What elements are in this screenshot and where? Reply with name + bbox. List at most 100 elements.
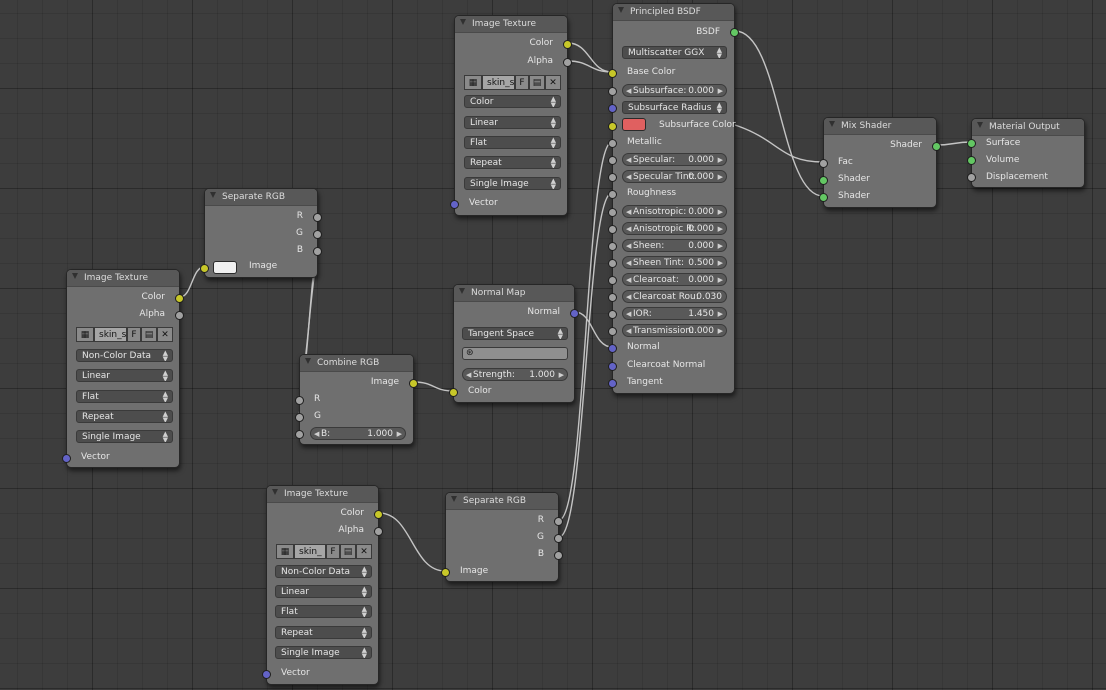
input-sheen-tint-socket[interactable] <box>608 259 617 268</box>
input-normal-socket[interactable] <box>608 344 617 353</box>
increment-arrow-icon[interactable]: ▶ <box>717 259 723 267</box>
color-space-dropdown[interactable]: Non-Color Data▲▼ <box>275 565 372 578</box>
input-sheen-socket[interactable] <box>608 242 617 251</box>
input-clearcoat-roughness-socket[interactable] <box>608 293 617 302</box>
input-ior-socket[interactable] <box>608 310 617 319</box>
sheen-tint-field[interactable]: ◀Sheen Tint:0.500▶ <box>622 256 727 269</box>
input-image-socket[interactable] <box>200 264 209 273</box>
distribution-dropdown[interactable]: Multiscatter GGX▲▼ <box>622 46 727 59</box>
strength-field[interactable]: ◀ Strength: 1.000 ▶ <box>462 368 568 381</box>
extension-dropdown[interactable]: Repeat▲▼ <box>464 156 561 169</box>
image-name-field[interactable]: skin_ <box>294 544 326 559</box>
input-vector-socket[interactable] <box>62 454 71 463</box>
separate-rgb-node-bottom[interactable]: Separate RGB R G B Image <box>441 492 563 582</box>
node-header[interactable]: Separate RGB <box>205 189 317 206</box>
output-g-socket[interactable] <box>313 230 322 239</box>
node-header[interactable]: Material Output <box>972 119 1084 136</box>
subsurface-radius-dropdown[interactable]: Subsurface Radius▲▼ <box>622 101 727 114</box>
sheen-field[interactable]: ◀Sheen:0.000▶ <box>622 239 727 252</box>
node-header[interactable]: Separate RGB <box>446 493 558 510</box>
input-color-socket[interactable] <box>449 388 458 397</box>
triangle-down-icon[interactable] <box>460 19 466 25</box>
output-normal-socket[interactable] <box>570 309 579 318</box>
output-b-socket[interactable] <box>554 551 563 560</box>
fake-user-button[interactable]: F <box>515 75 529 90</box>
input-base-color-socket[interactable] <box>608 69 617 78</box>
output-alpha-socket[interactable] <box>374 527 383 536</box>
image-browse-icon[interactable]: ▦ <box>76 327 94 342</box>
output-color-socket[interactable] <box>374 510 383 519</box>
input-transmission-socket[interactable] <box>608 327 617 336</box>
subsurface-field[interactable]: ◀Subsurface:0.000▶ <box>622 84 727 97</box>
input-displacement-socket[interactable] <box>967 173 976 182</box>
decrement-arrow-icon[interactable]: ◀ <box>626 310 632 318</box>
decrement-arrow-icon[interactable]: ◀ <box>626 242 632 250</box>
increment-arrow-icon[interactable]: ▶ <box>558 371 564 379</box>
space-dropdown[interactable]: Tangent Space▲▼ <box>462 327 568 340</box>
interpolation-dropdown[interactable]: Linear▲▼ <box>464 116 561 129</box>
input-surface-socket[interactable] <box>967 139 976 148</box>
ior-field[interactable]: ◀IOR:1.450▶ <box>622 307 727 320</box>
triangle-down-icon[interactable] <box>459 288 465 294</box>
image-browse-icon[interactable]: ▦ <box>464 75 482 90</box>
input-specular-tint-socket[interactable] <box>608 173 617 182</box>
separate-rgb-node-top[interactable]: Separate RGB R G B Image <box>200 188 322 278</box>
projection-dropdown[interactable]: Flat▲▼ <box>464 136 561 149</box>
input-specular-socket[interactable] <box>608 156 617 165</box>
extension-dropdown[interactable]: Repeat▲▼ <box>275 626 372 639</box>
output-r-socket[interactable] <box>554 517 563 526</box>
decrement-arrow-icon[interactable]: ◀ <box>626 276 632 284</box>
increment-arrow-icon[interactable]: ▶ <box>717 208 723 216</box>
projection-dropdown[interactable]: Flat▲▼ <box>275 605 372 618</box>
fake-user-button[interactable]: F <box>326 544 340 559</box>
input-anisotropic-rotation-socket[interactable] <box>608 225 617 234</box>
projection-dropdown[interactable]: Flat▲▼ <box>76 390 173 403</box>
folder-open-icon[interactable]: ▤ <box>529 75 545 90</box>
color-space-dropdown[interactable]: Non-Color Data▲▼ <box>76 349 173 362</box>
interpolation-dropdown[interactable]: Linear▲▼ <box>275 585 372 598</box>
input-fac-socket[interactable] <box>819 159 828 168</box>
output-color-socket[interactable] <box>175 294 184 303</box>
decrement-arrow-icon[interactable]: ◀ <box>626 87 632 95</box>
fake-user-button[interactable]: F <box>127 327 141 342</box>
input-shader2-socket[interactable] <box>819 193 828 202</box>
image-browse-icon[interactable]: ▦ <box>276 544 294 559</box>
increment-arrow-icon[interactable]: ▶ <box>396 430 402 438</box>
clearcoat-roughness-field[interactable]: ◀Clearcoat Rou:0.030 <box>622 290 727 303</box>
color-space-dropdown[interactable]: Color▲▼ <box>464 95 561 108</box>
decrement-arrow-icon[interactable]: ◀ <box>466 371 472 379</box>
interpolation-dropdown[interactable]: Linear▲▼ <box>76 369 173 382</box>
folder-open-icon[interactable]: ▤ <box>340 544 356 559</box>
node-header[interactable]: Image Texture <box>67 270 179 287</box>
input-volume-socket[interactable] <box>967 156 976 165</box>
output-shader-socket[interactable] <box>932 142 941 151</box>
input-metallic-socket[interactable] <box>608 139 617 148</box>
increment-arrow-icon[interactable]: ▶ <box>717 173 723 181</box>
decrement-arrow-icon[interactable]: ◀ <box>626 156 632 164</box>
close-icon[interactable]: ✕ <box>157 327 173 342</box>
mix-shader-node[interactable]: Mix Shader Shader Fac Shader Shader <box>819 117 941 208</box>
anisotropic-field[interactable]: ◀Anisotropic:0.000▶ <box>622 205 727 218</box>
output-alpha-socket[interactable] <box>563 58 572 67</box>
input-roughness-socket[interactable] <box>608 190 617 199</box>
image-texture-node-top[interactable]: Image Texture Color Alpha ▦ skin_s F ▤ ✕… <box>450 15 572 216</box>
input-subsurface-radius-socket[interactable] <box>608 104 617 113</box>
decrement-arrow-icon[interactable]: ◀ <box>626 327 632 335</box>
uv-map-field[interactable]: ⊛ <box>462 347 568 360</box>
folder-open-icon[interactable]: ▤ <box>141 327 157 342</box>
node-header[interactable]: Principled BSDF <box>613 4 734 21</box>
decrement-arrow-icon[interactable]: ◀ <box>626 293 632 301</box>
increment-arrow-icon[interactable]: ▶ <box>717 242 723 250</box>
combine-rgb-node[interactable]: Combine RGB Image R G ◀ B: 1.000 ▶ <box>295 354 418 445</box>
output-g-socket[interactable] <box>554 534 563 543</box>
increment-arrow-icon[interactable]: ▶ <box>717 156 723 164</box>
triangle-down-icon[interactable] <box>618 7 624 13</box>
close-icon[interactable]: ✕ <box>356 544 372 559</box>
triangle-down-icon[interactable] <box>72 273 78 279</box>
anisotropic-rotation-field[interactable]: ◀Anisotropic R:0.000▶ <box>622 222 727 235</box>
input-subsurface-socket[interactable] <box>608 87 617 96</box>
decrement-arrow-icon[interactable]: ◀ <box>626 173 632 181</box>
extension-dropdown[interactable]: Repeat▲▼ <box>76 410 173 423</box>
image-name-field[interactable]: skin_s <box>482 75 515 90</box>
increment-arrow-icon[interactable]: ▶ <box>717 327 723 335</box>
